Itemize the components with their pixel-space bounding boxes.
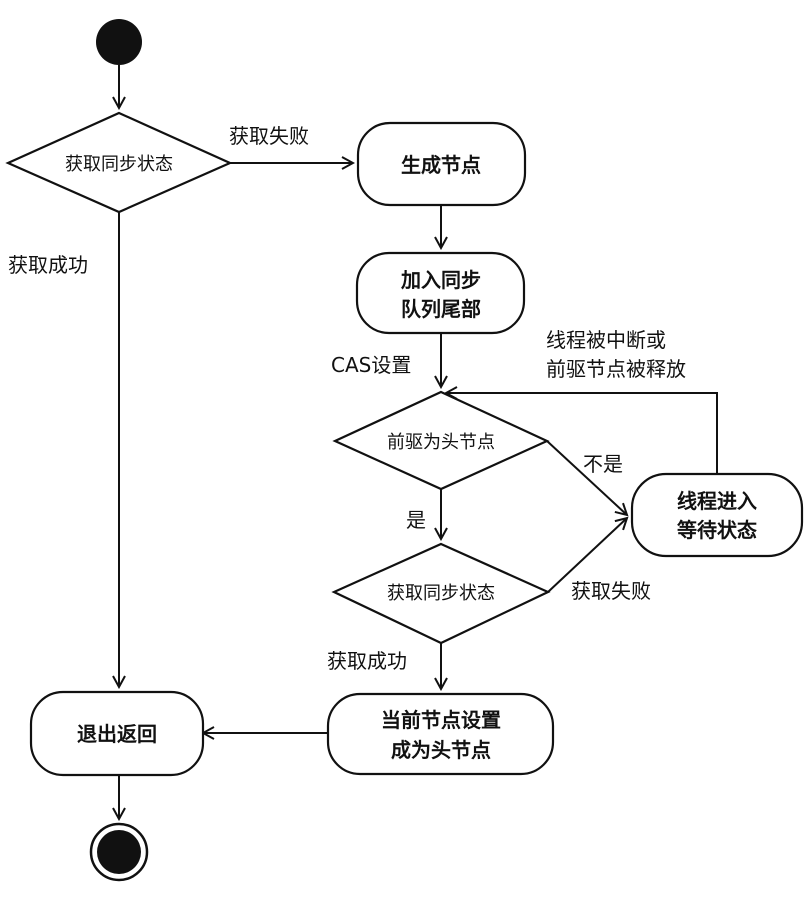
- edge-label-second-acquire-failed: 获取失败: [571, 579, 651, 603]
- edge-label-second-acquire-succeeded: 获取成功: [327, 649, 407, 673]
- enqueue-tail-label-line2: 队列尾部: [401, 297, 481, 321]
- edge-label-interrupted-line1: 线程被中断或: [546, 328, 666, 352]
- predecessor-is-head-decision: 前驱为头节点: [332, 390, 550, 491]
- edge-label-first-acquire-failed: 获取失败: [229, 124, 309, 148]
- generate-node-label: 生成节点: [401, 153, 481, 177]
- edge-waiting-loop-back: [446, 393, 718, 474]
- second-sync-decision-label: 获取同步状态: [387, 583, 495, 604]
- edges: [119, 65, 718, 819]
- edge-second-decision-to-waiting: [547, 518, 627, 593]
- start-node: [96, 19, 142, 65]
- set-current-as-head-step: 当前节点设置 成为头节点: [326, 692, 555, 776]
- edge-predecessor-decision-to-waiting: [546, 440, 627, 515]
- edge-label-first-acquire-succeeded: 获取成功: [8, 253, 88, 277]
- edge-label-cas-set: CAS设置: [331, 353, 411, 377]
- thread-waiting-step: 线程进入 等待状态: [630, 472, 804, 558]
- exit-return-label: 退出返回: [77, 722, 157, 746]
- edge-label-is-head: 是: [406, 508, 426, 532]
- set-head-label-line2: 成为头节点: [391, 738, 491, 762]
- generate-node-step: 生成节点: [356, 121, 527, 207]
- second-sync-decision: 获取同步状态: [331, 542, 551, 645]
- enqueue-tail-label-line1: 加入同步: [400, 268, 481, 292]
- thread-waiting-label-line2: 等待状态: [677, 518, 757, 542]
- enqueue-tail-step: 加入同步 队列尾部: [355, 251, 526, 335]
- thread-waiting-label-line1: 线程进入: [677, 489, 757, 513]
- edge-label-not-head: 不是: [583, 452, 623, 476]
- set-head-label-line1: 当前节点设置: [381, 708, 501, 732]
- first-sync-decision-label: 获取同步状态: [65, 154, 173, 175]
- exit-return-step: 退出返回: [29, 690, 205, 777]
- end-node: [89, 822, 149, 882]
- edge-label-interrupted-line2: 前驱节点被释放: [546, 357, 686, 381]
- predecessor-is-head-label: 前驱为头节点: [387, 432, 495, 453]
- first-sync-decision: 获取同步状态: [5, 111, 233, 214]
